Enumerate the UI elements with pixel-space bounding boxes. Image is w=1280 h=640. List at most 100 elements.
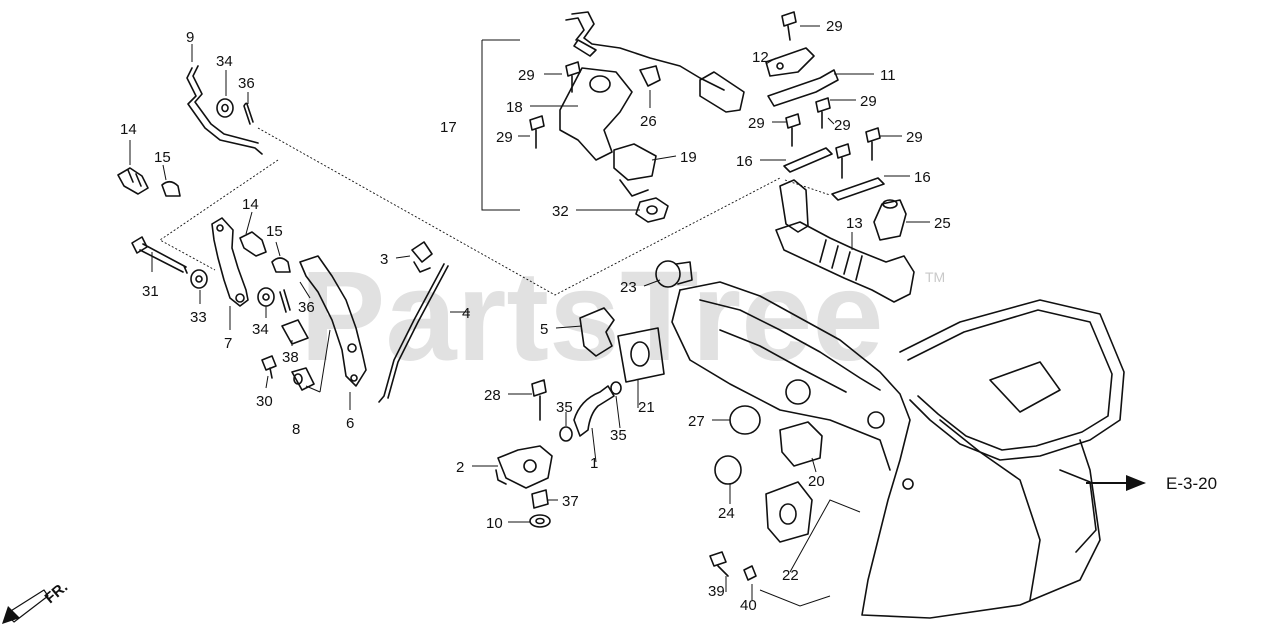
callout-36: 36 [238,75,255,92]
callout-14: 14 [120,121,137,138]
callout-23: 23 [620,279,637,296]
part-31-bolt [131,236,188,274]
part-5-bracket [579,307,615,357]
part-7-arm [211,217,249,307]
part-14-fitting-a [117,167,149,195]
part-4-rod [378,263,449,403]
front-direction-indicator: FR. [2,579,71,624]
callout-7: 7 [224,335,232,352]
callout-35: 35 [556,399,573,416]
part-9-link-rod [186,65,263,155]
part-40-clip [743,565,757,581]
part-24-plug [714,455,742,485]
part-15-clamp-b [271,257,291,273]
callout-29: 29 [496,129,513,146]
callout-16: 16 [914,169,931,186]
callout-29: 29 [834,117,851,134]
callout-32: 32 [552,203,569,220]
callout-40: 40 [740,597,757,614]
part-14-fitting-b [239,231,267,257]
part-8-grommet [291,367,315,391]
callout-9: 9 [186,29,194,46]
part-10-washer [529,514,551,528]
callout-35: 35 [610,427,627,444]
part-housing [671,281,1125,619]
callout-26: 26 [640,113,657,130]
part-22-seal [765,481,813,543]
part-12-plate [765,47,815,77]
callout-31: 31 [142,283,159,300]
part-13-shift-assembly [775,179,915,303]
part-21-seal [617,327,665,383]
callout-4: 4 [462,305,470,322]
callout-2: 2 [456,459,464,476]
callout-29: 29 [748,115,765,132]
callout-29: 29 [518,67,535,84]
reference-label[interactable]: E-3-20 [1166,474,1217,493]
callout-labels: 9 34 36 14 15 14 15 31 33 7 34 36 38 30 … [120,18,951,614]
part-27-plug [729,405,761,435]
part-25-grommet [873,199,907,241]
part-36-clip-b [279,289,291,313]
callout-36: 36 [298,299,315,316]
part-32-nut [635,197,669,223]
callout-21: 21 [638,399,655,416]
callout-24: 24 [718,505,735,522]
callout-29: 29 [826,18,843,35]
watermark-tm: TM [925,269,945,285]
callout-29: 29 [860,93,877,110]
part-16-pads [783,147,885,201]
callout-12: 12 [752,49,769,66]
part-23-plug [655,260,693,288]
part-30-screw [261,355,277,379]
callout-30: 30 [256,393,273,410]
callout-1: 1 [590,455,598,472]
assembly-guide-lines [159,127,831,296]
callout-20: 20 [808,473,825,490]
callout-29: 29 [906,129,923,146]
callout-18: 18 [506,99,523,116]
callout-14: 14 [242,196,259,213]
front-label: FR. [42,579,71,608]
part-1-hose [573,385,615,437]
arrow-down-left-icon [2,606,20,624]
part-28-bolt [531,379,547,421]
callout-15: 15 [266,223,283,240]
callout-6: 6 [346,415,354,432]
part-3-joint [411,241,433,273]
callout-34: 34 [252,321,269,338]
callout-16: 16 [736,153,753,170]
reference-arrow[interactable]: E-3-20 [1086,474,1217,493]
part-26-clip [639,65,661,87]
callout-33: 33 [190,309,207,326]
callout-28: 28 [484,387,501,404]
leader-lines [129,25,930,607]
callout-17: 17 [440,119,457,136]
callout-22: 22 [782,567,799,584]
part-38-sleeve [281,319,309,345]
callout-5: 5 [540,321,548,338]
callout-15: 15 [154,149,171,166]
part-11-plate [767,69,839,107]
part-17-harness [565,11,745,113]
part-39-bolt [709,551,729,577]
bolts-29-top [529,11,881,179]
part-35-clamps [559,381,622,442]
part-18-plate [559,67,633,161]
part-19-cover [613,143,657,197]
callout-34: 34 [216,53,233,70]
part-33-washer [190,269,208,289]
callout-27: 27 [688,413,705,430]
callout-37: 37 [562,493,579,510]
part-34-washer-a [216,98,234,118]
part-34-washer-b [257,287,275,307]
callout-13: 13 [846,215,863,232]
callout-8: 8 [292,421,300,438]
part-37-sleeve [531,489,549,509]
part-6-bracket [299,255,367,387]
callout-10: 10 [486,515,503,532]
callout-11: 11 [880,67,896,84]
callout-38: 38 [282,349,299,366]
